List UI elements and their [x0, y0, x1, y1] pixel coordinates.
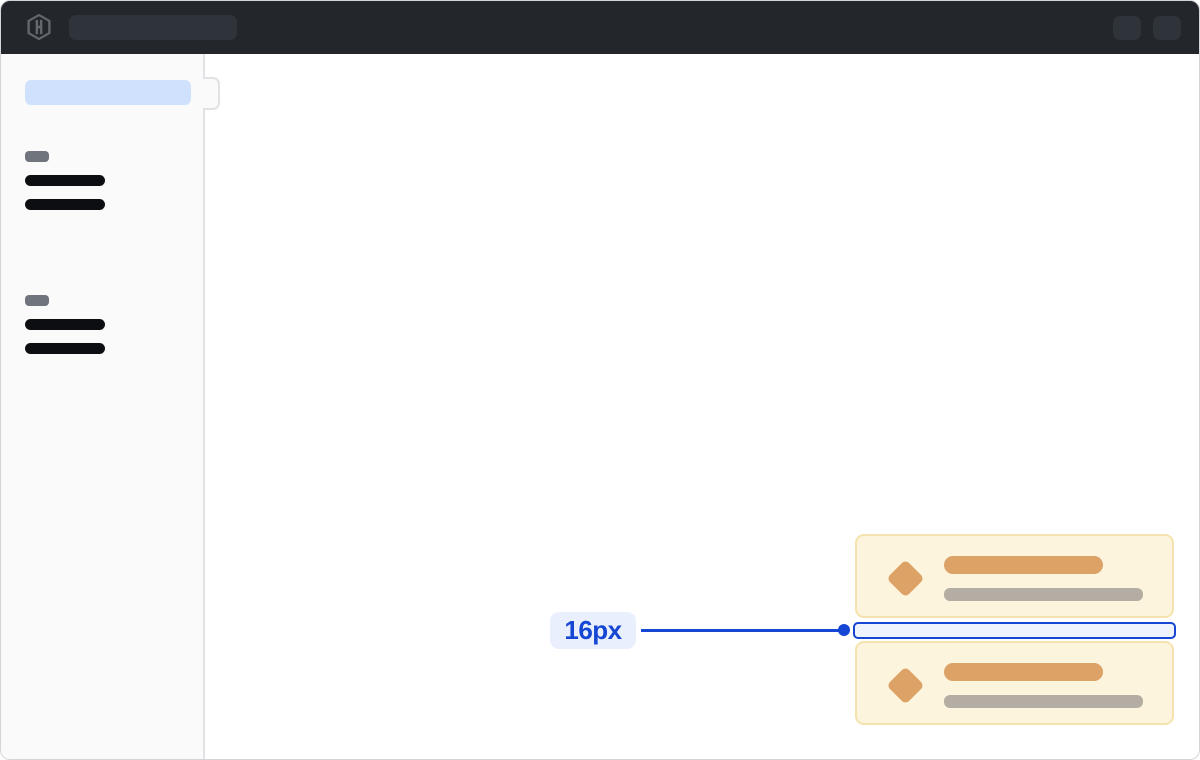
sidebar-section-label-placeholder-1 — [25, 151, 49, 162]
card-subtitle-placeholder — [944, 695, 1143, 708]
spacing-annotation-label: 16px — [550, 612, 636, 649]
list-card-1 — [855, 534, 1174, 618]
header-action-placeholder-1[interactable] — [1113, 16, 1141, 40]
annotation-connector-line — [641, 629, 841, 632]
search-bar-placeholder[interactable] — [69, 15, 237, 40]
sidebar-item-placeholder[interactable] — [25, 175, 105, 186]
sidebar-resize-handle[interactable] — [203, 77, 220, 110]
diamond-icon — [886, 559, 925, 598]
sidebar-section-label-placeholder-2 — [25, 295, 49, 306]
top-nav — [1, 1, 1199, 54]
hashicorp-logo-icon[interactable] — [25, 13, 53, 41]
card-subtitle-placeholder — [944, 588, 1143, 601]
card-title-placeholder — [944, 556, 1103, 574]
annotation-connector-dot — [838, 624, 850, 636]
sidebar-item-placeholder[interactable] — [25, 199, 105, 210]
list-card-2 — [855, 641, 1174, 725]
sidebar-item-placeholder[interactable] — [25, 319, 105, 330]
card-title-placeholder — [944, 663, 1103, 681]
sidebar-item-placeholder[interactable] — [25, 343, 105, 354]
diamond-icon — [886, 666, 925, 705]
spacing-highlight-box — [853, 622, 1176, 639]
sidebar-active-item-placeholder[interactable] — [25, 80, 191, 105]
header-action-placeholder-2[interactable] — [1153, 16, 1181, 40]
sidebar — [1, 54, 205, 759]
